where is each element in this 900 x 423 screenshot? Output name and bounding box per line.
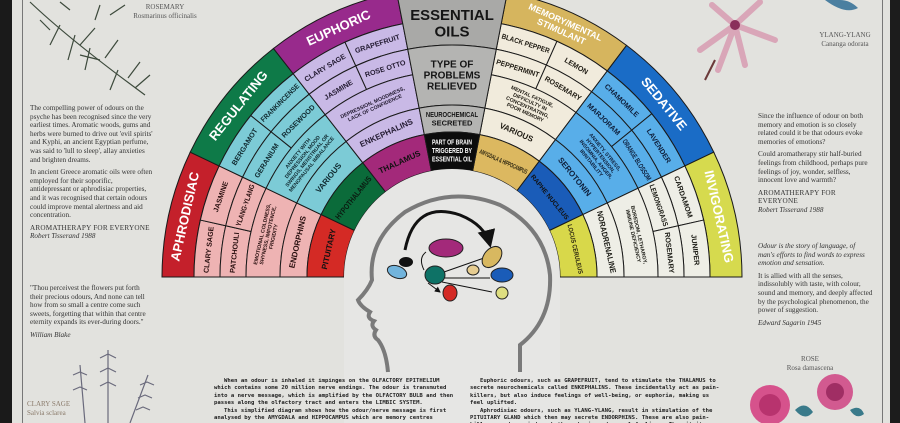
left-source: AROMATHERAPY FOR EVERYONE bbox=[30, 223, 150, 232]
clary-sage-label: CLARY SAGE Salvia sclarea bbox=[27, 400, 70, 417]
center-problems-heading-line: TYPE OF bbox=[431, 59, 474, 70]
center-neuro-heading-line: NEUROCHEMICAL bbox=[426, 110, 479, 119]
center-brain-heading-line: ESSENTIAL OIL bbox=[432, 155, 472, 164]
clary-sage-latin-name: Salvia sclarea bbox=[27, 408, 66, 417]
right-author: Robert Tisserand 1988 bbox=[758, 205, 824, 214]
problems-label-line: FRIGIDITY bbox=[268, 223, 280, 250]
olfactory-bulb-shape bbox=[399, 257, 413, 267]
left-text-block: The compelling power of odours on the ps… bbox=[30, 104, 154, 241]
poster-frame-right bbox=[890, 0, 900, 423]
oil-label-line: JUNIPER bbox=[689, 234, 701, 267]
oil-label: JUNIPER bbox=[689, 234, 701, 267]
raphe-nucleus-shape bbox=[490, 267, 514, 283]
left-paragraph-2: In ancient Greece aromatic oils were oft… bbox=[30, 168, 153, 220]
olfaction-paragraph-1: When an odour is inhaled it impinges on … bbox=[214, 378, 454, 407]
center-brain-heading-line: TRIGGERED BY bbox=[432, 146, 472, 155]
rosemary-latin-name: Rosmarinus officinalis bbox=[133, 11, 197, 20]
hippocampus-shape bbox=[466, 264, 480, 276]
rose-illustration bbox=[750, 374, 864, 423]
olfactory-epithelium-shape bbox=[386, 264, 408, 280]
border-rule-left bbox=[22, 0, 23, 423]
olfaction-explanation: When an odour is inhaled it impinges on … bbox=[214, 378, 454, 423]
clary-sage-common-name: CLARY SAGE bbox=[27, 400, 71, 408]
center-title-line: ESSENTIAL bbox=[410, 7, 494, 24]
right-paragraph-2: Could aromatherapy stir half-buried feel… bbox=[758, 150, 868, 185]
blake-quote: "Thou perceivest the flowers put forth t… bbox=[30, 284, 154, 340]
left-author: Robert Tisserand 1988 bbox=[30, 232, 96, 241]
center-problems-heading-line: PROBLEMS bbox=[424, 71, 481, 82]
center-neuro-heading-line: SECRETED bbox=[432, 118, 473, 127]
clary-sage-illustration bbox=[72, 350, 155, 423]
oil-label: PATCHOULI bbox=[228, 232, 241, 274]
poster-frame-left bbox=[0, 0, 12, 423]
locus-ceruleus-shape bbox=[495, 286, 509, 300]
sagarin-text-block: Odour is the story of language, of man's… bbox=[758, 242, 873, 327]
center-problems-heading-line: RELIEVED bbox=[427, 82, 477, 93]
right-text-block: Since the influence of odour on both mem… bbox=[758, 112, 873, 215]
pathway-arrows bbox=[420, 251, 493, 292]
olfaction-paragraph-2: This simplified diagram shows how the od… bbox=[214, 407, 447, 422]
left-paragraph-1: The compelling power of odours on the ps… bbox=[30, 104, 153, 164]
oil-label-line: PATCHOULI bbox=[228, 232, 241, 274]
right-author-2: Edward Sagarin 1945 bbox=[758, 318, 822, 327]
amygdala-shape bbox=[481, 245, 503, 269]
neurochemical-paragraph-2: Aphrodisiac odours, such as YLANG-YLANG,… bbox=[470, 407, 713, 423]
rosemary-label: ROSEMARY Rosmarinus officinalis bbox=[130, 3, 200, 20]
rose-latin-name: Rosa damascena bbox=[786, 363, 834, 372]
ylang-ylang-label: YLANG-YLANG Cananga odorata bbox=[810, 31, 880, 48]
thalamus-shape bbox=[428, 238, 464, 258]
rose-common-name: ROSE bbox=[801, 355, 819, 363]
right-source: AROMATHERAPY FOR EVERYONE bbox=[758, 188, 836, 206]
center-title-line: OILS bbox=[434, 24, 469, 41]
pituitary-shape bbox=[442, 284, 458, 302]
ylang-ylang-illustration bbox=[697, 0, 858, 81]
right-paragraph-1: Since the influence of odour on both mem… bbox=[758, 112, 863, 146]
border-rule-right bbox=[882, 0, 883, 423]
rosemary-illustration bbox=[29, 1, 151, 96]
ylang-ylang-latin-name: Cananga odorata bbox=[821, 39, 869, 48]
rosemary-common-name: ROSEMARY bbox=[145, 3, 185, 11]
center-brain-heading-line: PART OF BRAIN bbox=[432, 138, 472, 147]
quote-text: "Thou perceivest the flowers put forth t… bbox=[30, 284, 146, 327]
rose-label: ROSE Rosa damascena bbox=[760, 355, 860, 372]
right-paragraph-4: It is allied with all the senses, indiss… bbox=[758, 271, 873, 315]
neurochemical-explanation: Euphoric odours, such as GRAPEFRUIT, ten… bbox=[470, 378, 720, 423]
quote-author: William Blake bbox=[30, 330, 71, 339]
pathway-arrow-main bbox=[403, 210, 496, 251]
ylang-ylang-common-name: YLANG-YLANG bbox=[819, 31, 871, 39]
neurochemical-paragraph-1: Euphoric odours, such as GRAPEFRUIT, ten… bbox=[470, 378, 720, 407]
head-outline bbox=[355, 194, 553, 373]
head-diagram bbox=[355, 194, 553, 373]
right-paragraph-3: Odour is the story of language, of man's… bbox=[758, 242, 865, 268]
hypothalamus-shape bbox=[424, 265, 446, 285]
